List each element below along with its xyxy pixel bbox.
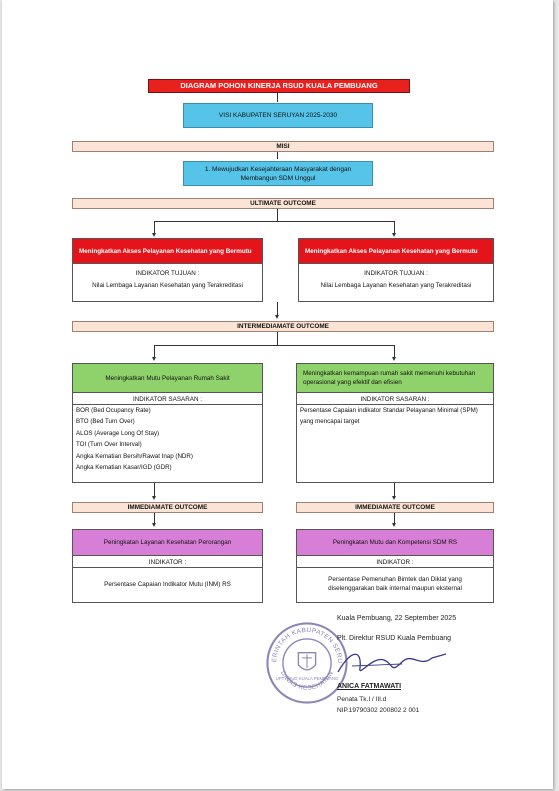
- svg-text:UPT RSUD KUALA PEMBUANG: UPT RSUD KUALA PEMBUANG: [276, 676, 339, 681]
- list-item: TOI (Turn Over Interval): [76, 441, 142, 449]
- misi-item-box: 1. Mewujudkan Kesejahteraan Masyarakat d…: [183, 161, 373, 186]
- immediate-box-right: Peningkatan Mutu dan Kompetensi SDM RS I…: [296, 529, 494, 603]
- ultimate-box-left: Meningkatkan Akses Pelayanan Kesehatan y…: [72, 238, 263, 302]
- signature-nip: NIP.19790302 200802 2 001: [337, 707, 420, 714]
- immediate-outcome-band-right: IMMEDIAMATE OUTCOME: [296, 502, 494, 513]
- intermediate-goal-right: Meningkatkan kemampuan rumah sakit memen…: [297, 364, 493, 392]
- immediate-indicator-right: Persentase Pemenuhan Bimtek dan Diklat y…: [328, 576, 462, 592]
- list-item: Persentase Capaian indikator Standar Pel…: [300, 407, 478, 426]
- immediate-box-left: Peningkatan Layanan Kesehatan Perorangan…: [72, 529, 263, 603]
- handwritten-signature: [337, 653, 447, 673]
- intermediate-indicator-list-left: BOR (Bed Ocupancy Rate) BTO (Bed Turn Ov…: [76, 405, 259, 473]
- intermediate-box-right: Meningkatkan kemampuan rumah sakit memen…: [296, 363, 494, 483]
- ultimate-indicator-label-left: INDIKATOR TUJUAN :: [135, 270, 200, 277]
- signature-name: ANICA FATMAWATI: [337, 683, 402, 690]
- list-item: Angka Kematian Kasar/IGD (GDR): [76, 464, 172, 472]
- intermediate-indicator-label-right: INDIKATOR SASARAN :: [360, 396, 430, 403]
- intermediate-goal-left: Meningkatkan Mutu Pelayanan Rumah Sakit: [73, 364, 262, 392]
- misi-band: MISI: [72, 141, 494, 152]
- immediate-goal-right: Peningkatan Mutu dan Kompetensi SDM RS: [297, 530, 493, 555]
- list-item: BTO (Bed Turn Over): [76, 418, 135, 426]
- immediate-outcome-band-left: IMMEDIAMATE OUTCOME: [72, 502, 263, 513]
- list-item: ALOS (Average Long Of Stay): [76, 429, 160, 437]
- signature-rank: Penata Tk.I / III.d: [337, 696, 387, 703]
- signature-position: Plt. Direktur RSUD Kuala Pembuang: [337, 635, 451, 642]
- ultimate-indicator-right: Nilai Lembaga Layanan Kesehatan yang Ter…: [320, 282, 472, 289]
- ultimate-indicator-left: Nilai Lembaga Layanan Kesehatan yang Ter…: [92, 282, 243, 289]
- immediate-indicator-label-left: INDIKATOR :: [148, 559, 187, 566]
- immediate-indicator-left: Persentase Capaian Indikator Mutu (INM) …: [104, 581, 231, 588]
- ultimate-box-right: Meningkatkan Akses Pelayanan Kesehatan y…: [298, 238, 494, 302]
- diagram-title: DIAGRAM POHON KINERJA RSUD KUALA PEMBUAN…: [148, 79, 410, 93]
- intermediate-indicator-label-left: INDIKATOR SASARAN :: [132, 396, 203, 403]
- official-stamp: PEMERINTAH KABUPATEN SERUYAN DINAS KESEH…: [264, 620, 348, 704]
- intermediate-outcome-band: INTERMEDIAMATE OUTCOME: [72, 321, 494, 332]
- visi-box: VISI KABUPATEN SERUYAN 2025-2030: [183, 103, 373, 128]
- ultimate-outcome-band: ULTIMATE OUTCOME: [72, 198, 494, 209]
- ultimate-goal-left: Meningkatkan Akses Pelayanan Kesehatan y…: [73, 239, 262, 263]
- intermediate-box-left: Meningkatkan Mutu Pelayanan Rumah Sakit …: [72, 363, 263, 483]
- signature-place-date: Kuala Pembuang, 22 September 2025: [337, 615, 457, 622]
- ultimate-goal-right: Meningkatkan Akses Pelayanan Kesehatan y…: [299, 239, 493, 263]
- immediate-indicator-label-right: INDIKATOR :: [376, 559, 414, 566]
- intermediate-indicator-list-right: Persentase Capaian indikator Standar Pel…: [300, 405, 490, 428]
- list-item: Angka Kematian Bersih/Rawat Inap (NDR): [76, 452, 193, 460]
- list-item: BOR (Bed Ocupancy Rate): [76, 407, 151, 414]
- immediate-goal-left: Peningkatan Layanan Kesehatan Perorangan: [73, 530, 262, 555]
- ultimate-indicator-label-right: INDIKATOR TUJUAN :: [364, 270, 428, 277]
